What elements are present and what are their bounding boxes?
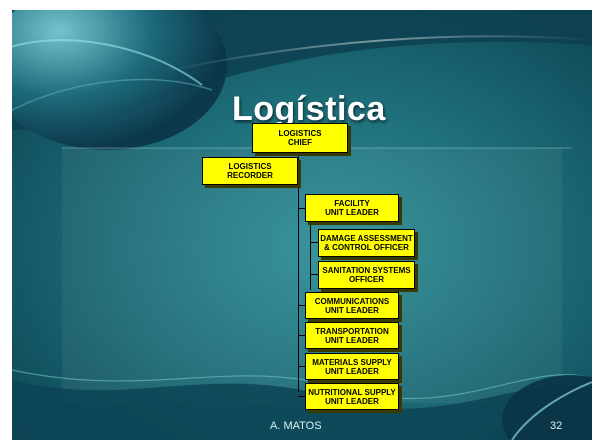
connector-communications <box>298 305 305 306</box>
logistics-chief-box: LOGISTICS CHIEF <box>252 123 348 153</box>
slide-title: Logística <box>232 90 386 128</box>
slide-page-number: 32 <box>550 420 563 432</box>
connector-recorder <box>298 162 299 178</box>
communications-unit-leader-box: COMMUNICATIONS UNIT LEADER <box>305 292 399 319</box>
connector-facility <box>298 208 305 209</box>
transportation-unit-leader-box: TRANSPORTATION UNIT LEADER <box>305 322 399 349</box>
connector-facility-down <box>310 222 311 290</box>
logistics-recorder-box: LOGISTICS RECORDER <box>202 157 298 185</box>
sanitation-systems-officer-box: SANITATION SYSTEMS OFFICER <box>318 261 415 289</box>
connector-chief-down <box>298 152 299 392</box>
slide: Logística LOGISTICS CHIEF LOGISTICS RECO… <box>12 10 592 440</box>
facility-unit-leader-box: FACILITY UNIT LEADER <box>305 194 399 222</box>
nutritional-supply-unit-leader-box: NUTRITIONAL SUPPLY UNIT LEADER <box>305 383 399 410</box>
damage-assessment-officer-box: DAMAGE ASSESSMENT & CONTROL OFFICER <box>318 229 415 257</box>
slide-decoration <box>12 10 592 440</box>
connector-nutritional <box>298 396 305 397</box>
materials-supply-unit-leader-box: MATERIALS SUPPLY UNIT LEADER <box>305 353 399 380</box>
connector-transportation <box>298 335 305 336</box>
footer-author: A. MATOS <box>270 420 322 432</box>
connector-sanitation <box>310 274 318 275</box>
connector-damage <box>310 242 318 243</box>
connector-materials <box>298 366 305 367</box>
